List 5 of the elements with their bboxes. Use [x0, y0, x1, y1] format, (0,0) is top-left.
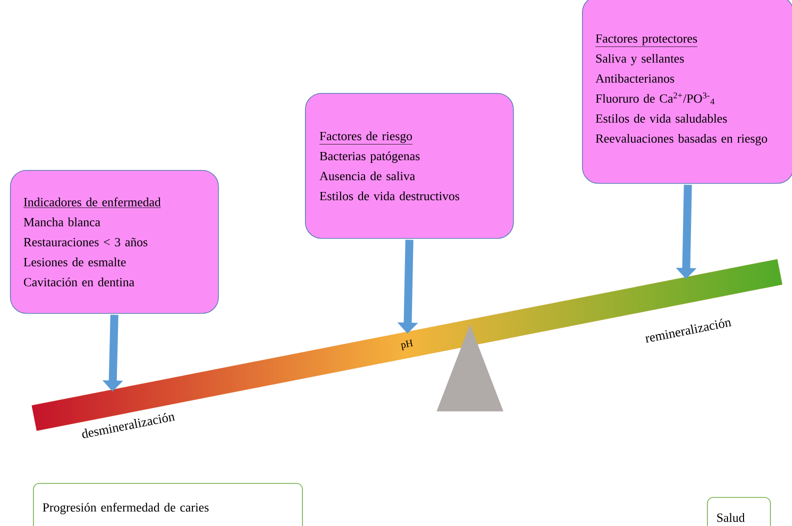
factor-box: Factores protectores Saliva y sellantes Antibacterianos Fluoruro de Ca$^{2+}$/PO$^{3-}$4 Estilos de vida saludables Reevaluaciones basadas en riesgo: [582, 0, 792, 184]
outcome-box: Salud: [707, 496, 771, 526]
factor-box: Factores de riesgo Bacterias patógenas Ausencia de saliva Estilos de vida destructivos: [305, 92, 514, 239]
factor-box: Indicadores de enfermedad Mancha blanca Restauraciones < 3 años Lesiones de esmalte Cavitación en dentina: [10, 170, 219, 314]
outcome-box: Progresión enfermedad de caries: [33, 482, 303, 526]
